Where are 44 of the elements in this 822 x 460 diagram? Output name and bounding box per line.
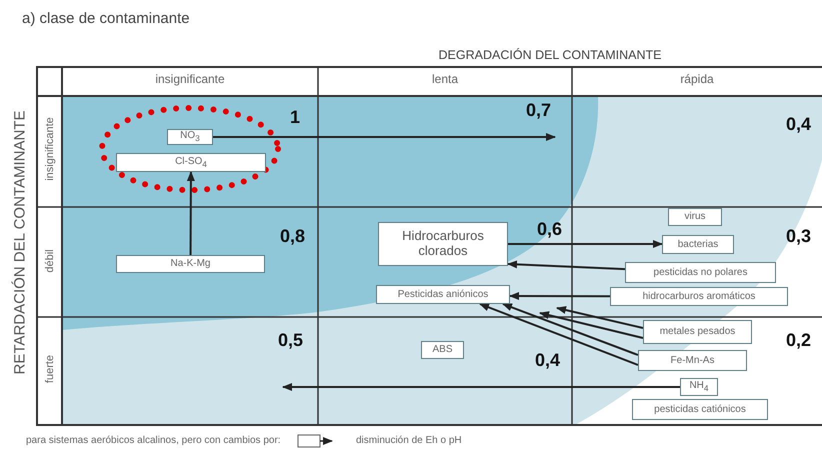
arrow <box>509 292 610 300</box>
factor-value: 0,5 <box>278 330 304 351</box>
factor-value: 0,4 <box>786 114 812 135</box>
factor-value: 0,4 <box>535 350 560 371</box>
arrow <box>507 260 626 270</box>
contaminant-box: pesticidas no polares <box>625 262 776 283</box>
row-header: débil <box>44 248 56 275</box>
contaminant-box: ABS <box>421 341 464 359</box>
arrow <box>186 171 195 255</box>
arrow <box>213 133 556 141</box>
row-header: insignificante <box>44 116 56 183</box>
arrow <box>502 303 638 356</box>
contaminant-box: hidrocarburos aromáticos <box>610 287 788 306</box>
factor-value: 0,2 <box>786 330 812 351</box>
factor-value: 0,6 <box>537 219 562 240</box>
axis-title: RETARDACIÓN DEL CONTAMINANTE <box>12 110 28 376</box>
factor-value: 0,8 <box>280 226 306 247</box>
contaminant-box: pesticidas catiónicos <box>632 399 768 420</box>
factor-value: 1 <box>290 107 300 128</box>
arrow <box>539 311 644 339</box>
column-header: insignificante <box>154 72 226 86</box>
contaminant-box: Fe-Mn-As <box>638 350 747 371</box>
factor-value: 0,3 <box>786 226 812 247</box>
contaminant-box: NH$_{4}$ <box>680 378 718 396</box>
arrow <box>479 303 638 366</box>
factor-value: 0,7 <box>526 100 552 121</box>
contaminant-box: Cl-SO$_{4}$ <box>116 153 266 172</box>
row-header: fuerte <box>44 354 56 386</box>
axis-title: DEGRADACIÓN DEL CONTAMINANTE <box>438 48 662 62</box>
column-header: rápida <box>679 72 715 86</box>
footnote: para sistemas aeróbicos alcalinos, pero con cambios por: <box>26 435 281 446</box>
arrow <box>556 306 644 329</box>
contaminant-box: Hidrocarburos clorados <box>378 222 508 266</box>
contaminant-box: bacterias <box>662 235 734 254</box>
contaminant-box: Na-K-Mg <box>116 255 265 273</box>
contaminant-box: NO$_{3}$ <box>167 129 213 145</box>
column-header: lenta <box>430 72 460 86</box>
diagram-title: a) clase de contaminante <box>22 10 190 27</box>
legend-label: disminución de Eh o pH <box>356 435 462 446</box>
contaminant-box: metales pesados <box>643 320 752 344</box>
contaminant-box: virus <box>668 208 722 226</box>
arrow <box>508 240 663 248</box>
contaminant-box: Pesticidas aniónicos <box>376 285 510 304</box>
arrow <box>282 383 680 391</box>
